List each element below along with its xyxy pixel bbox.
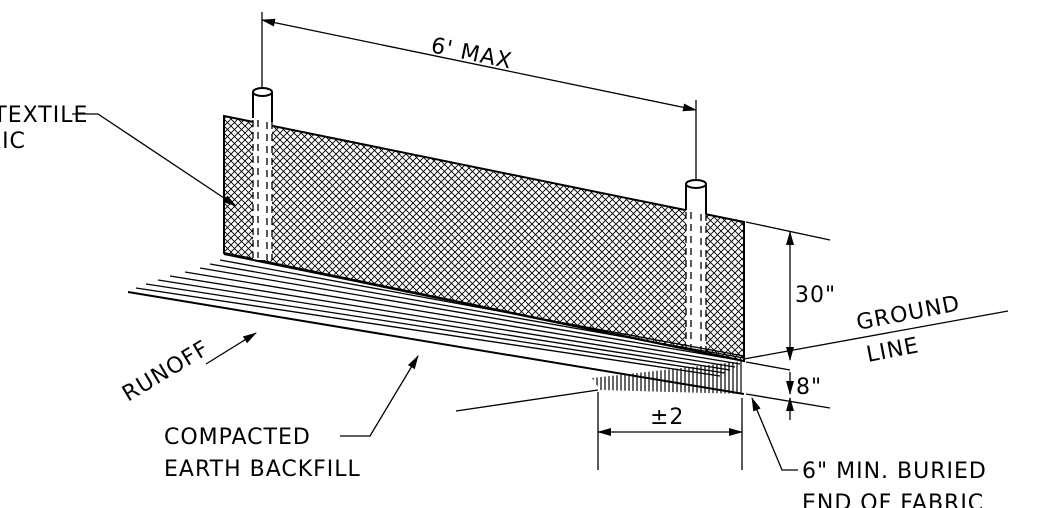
post-spacing-dimension xyxy=(261,12,697,180)
geotextile-label-line2: FABRIC xyxy=(0,129,26,154)
fabric-height-dimension xyxy=(745,221,831,361)
trench-width-label: ±2 xyxy=(650,405,684,430)
runoff-label: RUNOFF xyxy=(118,336,214,407)
buried-depth-dimension xyxy=(745,361,831,420)
backfill-label-line2: EARTH BACKFILL xyxy=(164,457,361,482)
post-spacing-label: 6' MAX xyxy=(429,33,515,74)
compacted-backfill-hatch xyxy=(127,253,745,395)
geotextile-label-line1: GEOTEXTILE xyxy=(0,103,88,128)
post-right xyxy=(685,179,707,352)
buried-end-label-line1: 6" MIN. BURIED xyxy=(802,459,987,484)
buried-end-leader xyxy=(751,397,798,471)
buried-end-label-line2: END OF FABRIC xyxy=(802,491,984,508)
geotextile-leader xyxy=(72,113,237,207)
fabric-height-label: 30" xyxy=(795,283,836,308)
backfill-leader xyxy=(340,355,419,437)
ground-line-label-line2: LINE xyxy=(864,333,921,368)
trench-width-dimension xyxy=(597,392,743,470)
buried-depth-label: 8" xyxy=(796,375,822,400)
post-left xyxy=(252,87,273,260)
backfill-label-line1: COMPACTED xyxy=(164,425,311,450)
runoff-arrow xyxy=(205,332,257,365)
geotextile-fabric-panel xyxy=(223,114,745,363)
